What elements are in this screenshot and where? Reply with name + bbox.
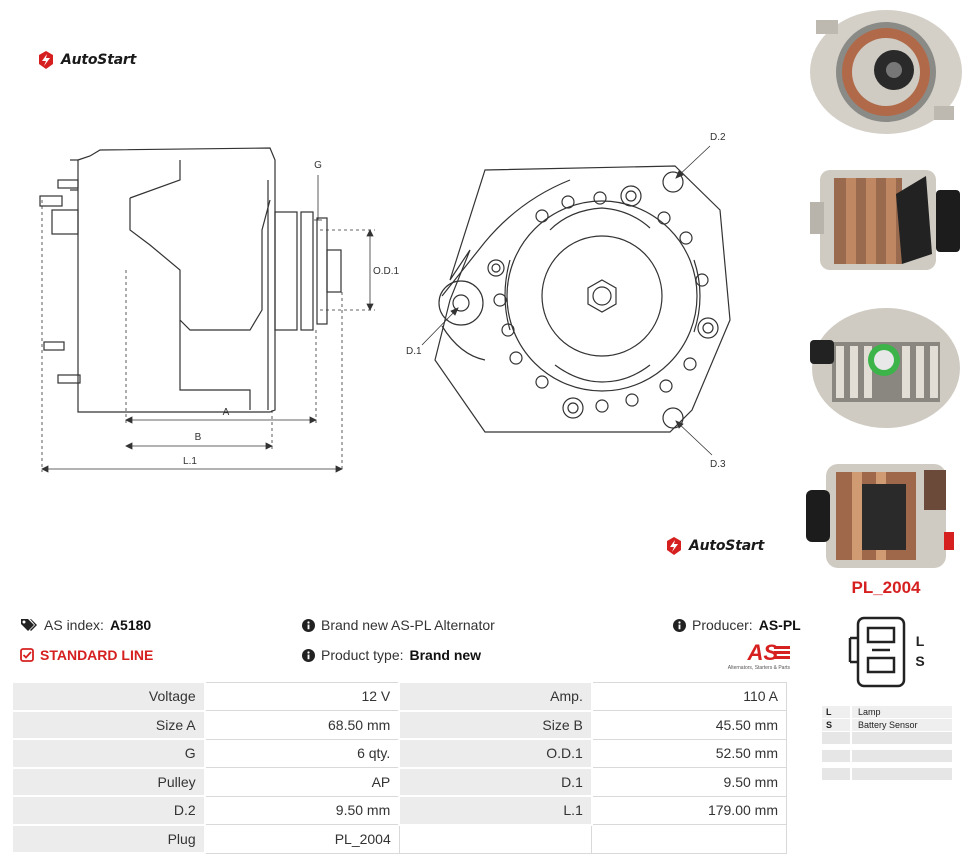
product-type: Product type: Brand new (302, 647, 481, 663)
dim-label-od1: O.D.1 (373, 266, 400, 277)
info-icon (673, 618, 686, 632)
spec-label: O.D.1 (398, 738, 593, 769)
technical-drawing: G O.D.1 A B L.1 D.1 D. (39, 132, 731, 473)
spec-value: PL_2004 (204, 824, 400, 854)
as-index-value: A5180 (109, 617, 152, 633)
spec-value: 12 V (204, 681, 400, 711)
plug-code: PL_2004 (851, 578, 921, 597)
check-square-icon (20, 648, 34, 662)
dim-label-d2: D.2 (710, 132, 726, 143)
legend-value: Lamp (852, 706, 952, 718)
legend-key: L (822, 706, 850, 718)
as-index-label: AS index: (44, 617, 104, 633)
spec-value: 68.50 mm (204, 710, 400, 740)
dim-label-a: A (223, 407, 230, 418)
product-type-value: Brand new (409, 647, 482, 663)
table-row: Voltage 12 V Amp. 110 A (11, 681, 787, 712)
plug-pin-l: L (916, 633, 925, 649)
dim-label-l1: L.1 (183, 456, 197, 467)
spec-label (398, 824, 593, 854)
brand-new-text: Brand new AS-PL Alternator (321, 617, 495, 633)
tags-icon (20, 618, 38, 632)
dim-label-d3: D.3 (710, 459, 726, 470)
plug-legend: L Lamp S Battery Sensor (822, 706, 952, 781)
legend-value (852, 750, 952, 762)
table-row: Size A 68.50 mm Size B 45.50 mm (11, 709, 787, 740)
legend-key: S (822, 719, 850, 731)
legend-row (822, 732, 952, 744)
spec-value: 110 A (591, 681, 787, 711)
legend-row: L Lamp (822, 706, 952, 718)
dim-label-g: G (314, 160, 322, 171)
table-row: G 6 qty. O.D.1 52.50 mm (11, 738, 787, 769)
standard-line: STANDARD LINE (20, 647, 153, 663)
legend-row (822, 768, 952, 780)
product-photo-side[interactable] (806, 154, 966, 286)
specs-table: Voltage 12 V Amp. 110 A Size A 68.50 mm … (11, 681, 787, 854)
brand-new-note: Brand new AS-PL Alternator (302, 617, 495, 633)
as-logo-tagline: Alternators, Starters & Parts (728, 665, 791, 671)
info-icon (302, 618, 315, 632)
table-row: Plug PL_2004 (11, 823, 787, 854)
spec-label: L.1 (398, 795, 593, 826)
autostart-logo-icon (39, 51, 53, 69)
legend-row: S Battery Sensor (822, 719, 952, 731)
product-type-label: Product type: (321, 647, 404, 663)
autostart-logo-bottom: AutoStart (664, 536, 764, 556)
plug-pin-s: S (915, 653, 924, 669)
brand-name: AutoStart (61, 52, 137, 68)
legend-key (822, 732, 850, 744)
spec-value: 52.50 mm (591, 738, 787, 768)
as-index: AS index: A5180 (20, 617, 151, 633)
legend-value: Battery Sensor (852, 719, 952, 731)
standard-line-label: STANDARD LINE (40, 647, 154, 663)
table-row: D.2 9.50 mm L.1 179.00 mm (11, 795, 787, 826)
legend-value (852, 732, 952, 744)
table-row: Pulley AP D.1 9.50 mm (11, 766, 787, 797)
spec-value: 9.50 mm (204, 795, 400, 825)
spec-label: G (11, 738, 206, 769)
spec-value (591, 824, 787, 854)
dim-label-d1: D.1 (406, 346, 422, 357)
spec-label: Pulley (11, 766, 206, 797)
as-logo-mark: AS (746, 640, 778, 665)
plug-diagram: L S (848, 616, 925, 688)
spec-value: 179.00 mm (591, 795, 787, 825)
info-icon (302, 648, 315, 662)
autostart-logo-top: AutoStart (36, 50, 136, 70)
producer-value: AS-PL (758, 617, 801, 633)
spec-value: 6 qty. (204, 738, 400, 768)
spec-label: Plug (11, 823, 206, 854)
spec-label: D.2 (11, 795, 206, 826)
spec-label: D.1 (398, 766, 593, 797)
spec-value: AP (204, 767, 400, 797)
brand-name: AutoStart (689, 538, 765, 554)
legend-key (822, 768, 850, 780)
producer: Producer: AS-PL (673, 617, 801, 633)
producer-label: Producer: (692, 617, 753, 633)
product-photo-angle[interactable] (806, 450, 966, 582)
dim-label-b: B (195, 432, 202, 443)
spec-value: 45.50 mm (591, 710, 787, 740)
autostart-logo-icon (667, 537, 681, 555)
product-photo-front[interactable] (806, 6, 966, 138)
legend-key (822, 750, 850, 762)
legend-value (852, 768, 952, 780)
as-pl-logo: AS Alternators, Starters & Parts (728, 640, 791, 671)
spec-label: Amp. (398, 681, 593, 712)
spec-label: Voltage (11, 681, 206, 712)
product-photos (806, 6, 970, 598)
spec-label: Size B (398, 709, 593, 740)
spec-label: Size A (11, 709, 206, 740)
legend-row (822, 750, 952, 762)
spec-value: 9.50 mm (591, 767, 787, 797)
product-photo-rear[interactable] (806, 302, 966, 434)
